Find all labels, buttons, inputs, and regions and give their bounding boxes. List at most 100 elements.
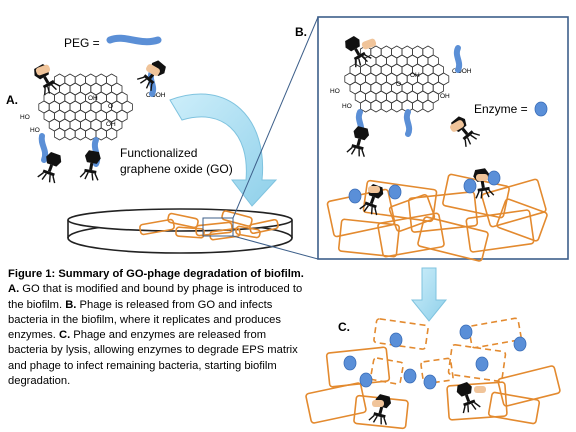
peg-legend-icon: [106, 34, 162, 46]
enzyme-molecule: [388, 184, 402, 200]
lysed-bacterium: [373, 318, 429, 350]
peg-legend-label: PEG =: [64, 36, 100, 50]
enzyme-molecule: [423, 374, 437, 390]
chem-group-label: OH: [106, 121, 116, 128]
peg-link: [146, 64, 160, 76]
phage-icon: [453, 379, 482, 415]
bacterium: [487, 391, 541, 425]
carbon-ring: [391, 99, 403, 113]
chem-group-label: HO: [30, 127, 40, 134]
lysed-bacterium: [447, 343, 507, 383]
bacterium: [465, 209, 535, 253]
petri-dish: [67, 208, 293, 254]
phage-icon: [341, 33, 373, 69]
enzyme-legend-icon: [534, 101, 548, 117]
figure-caption: Figure 1: Summary of GO-phage degradatio…: [8, 267, 308, 389]
carbon-ring: [106, 127, 118, 141]
bacterium: [221, 210, 253, 227]
peg-link: [476, 174, 488, 181]
zoom-line: [232, 16, 319, 219]
enzyme-molecule: [348, 188, 362, 204]
caption-c-label: C.: [58, 329, 71, 342]
phage-icon: [79, 148, 104, 182]
panel-b-label: B.: [295, 25, 307, 39]
caption-b-label: B.: [65, 298, 77, 311]
chem-group-label: HO: [20, 114, 30, 121]
bacterium: [407, 191, 479, 233]
bacterium: [195, 221, 233, 237]
zoom-box: [202, 217, 234, 237]
chem-group-label: O: [396, 81, 401, 88]
bacterium: [337, 218, 401, 258]
bacterium: [388, 193, 436, 233]
bacterium: [446, 381, 508, 421]
carbon-ring: [380, 99, 393, 113]
bacterium: [167, 212, 199, 229]
caption-a-text: GO that is modified and bound by phage i…: [8, 283, 303, 311]
peg-chain: [38, 133, 49, 163]
peg-link: [368, 186, 380, 193]
chem-group-label: COOH: [146, 92, 166, 99]
carbon-ring: [422, 99, 434, 113]
enzyme-molecule: [389, 332, 403, 348]
enzyme-legend-label: Enzyme =: [474, 102, 528, 116]
bacterium: [481, 178, 547, 228]
peg-link: [372, 400, 384, 407]
peg-chain: [403, 109, 413, 137]
caption-c-text: Phage and enzymes are released from bact…: [8, 329, 298, 388]
bacterium: [362, 179, 438, 223]
bacterium: [496, 198, 548, 242]
chem-group-label: O: [108, 103, 113, 110]
lysed-bacterium: [369, 357, 405, 385]
bacterium: [377, 212, 445, 258]
bacterium: [139, 218, 175, 236]
go-sheet-a: COOH HO OH O HO OH: [20, 73, 166, 141]
enzyme-molecule: [513, 336, 527, 352]
chem-group-label: OH: [88, 95, 98, 102]
bacterium: [497, 365, 561, 407]
enzyme-molecule: [487, 170, 501, 186]
chem-group-label: HO: [330, 88, 340, 95]
carbon-ring: [370, 99, 382, 113]
enzyme-molecule: [463, 178, 477, 194]
chem-group-label: COOH: [452, 68, 472, 75]
biofilm-c: [305, 317, 561, 430]
caption-b-text: Phage is released from GO and infects ba…: [8, 298, 281, 342]
bacterium: [325, 346, 391, 388]
panel-b-frame: [317, 16, 569, 260]
phage-icon: [345, 124, 373, 159]
enzyme-molecule: [359, 372, 373, 388]
panel-a-label: A.: [6, 93, 18, 107]
go-label-line1: Functionalized: [120, 146, 197, 160]
carbon-ring: [411, 99, 424, 113]
bacterium: [417, 216, 489, 262]
panel-c-label: C.: [338, 320, 350, 334]
peg-chain: [453, 45, 463, 73]
enzyme-molecule: [343, 355, 357, 371]
phage-icon: [367, 392, 395, 427]
lysed-bacterium: [420, 357, 454, 385]
chem-group-label: HO: [342, 103, 352, 110]
peg-link: [474, 386, 486, 393]
bacterium: [305, 382, 367, 424]
go-label-line2: graphene oxide (GO): [120, 162, 233, 176]
transfer-arrow-b: [410, 267, 448, 322]
carbon-ring: [74, 127, 86, 141]
bacterium: [175, 226, 205, 239]
carbon-ring: [64, 127, 76, 141]
bacterium: [235, 225, 261, 239]
enzyme-molecule: [459, 324, 473, 340]
enzyme-molecule: [475, 356, 489, 372]
carbon-ring: [53, 127, 66, 141]
bacterium: [249, 218, 279, 235]
peg-link: [35, 64, 51, 76]
chem-group-label: OH: [440, 93, 450, 100]
caption-a-label: A.: [8, 283, 20, 296]
enzyme-molecule: [403, 368, 417, 384]
biofilm-b: [326, 166, 548, 262]
peg-link: [450, 120, 464, 132]
phage-icon: [36, 149, 65, 185]
zoom-line: [232, 235, 319, 260]
